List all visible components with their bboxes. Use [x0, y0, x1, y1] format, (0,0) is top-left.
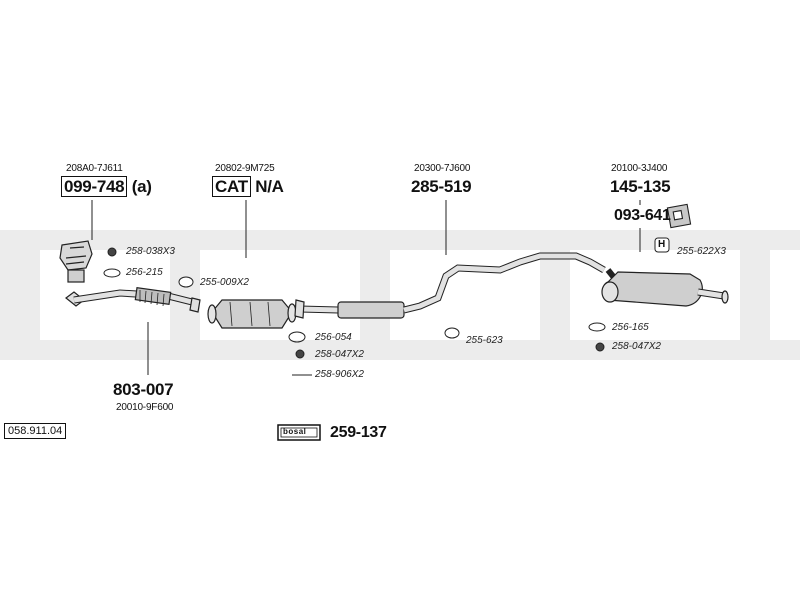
- accessory-label-2: 256-215: [126, 267, 163, 278]
- rubber-hanger-part: [666, 203, 692, 229]
- catalyst-oem-number: 20802-9M725: [215, 163, 275, 174]
- nut-icon: [295, 349, 305, 359]
- rear-silencer-part: [601, 268, 729, 307]
- diagram-reference-number: 058.911.04: [4, 423, 67, 439]
- gasket-ring-icon: [103, 268, 121, 278]
- accessory-label-5: 258-047X2: [315, 349, 364, 360]
- accessory-label-1: 258-038X3: [126, 246, 175, 257]
- gasket-ring-icon: [588, 322, 606, 332]
- rear-silencer-part-number: 145-135: [610, 177, 671, 196]
- accessory-label-9: 256-165: [612, 322, 649, 333]
- front-pipe-part-code: 099-748: [61, 176, 128, 197]
- watermark-bands: [0, 230, 800, 360]
- accessory-label-4: 256-054: [315, 332, 352, 343]
- accessory-icons: [103, 237, 670, 376]
- center-pipe-part: [294, 252, 606, 319]
- rubber-hanger-part-number: 093-641: [614, 207, 671, 224]
- catalyst-suffix: N/A: [255, 177, 284, 196]
- accessory-label-10: 258-047X2: [612, 341, 661, 352]
- leader-lines: [91, 200, 641, 375]
- accessory-label-8: 255-622X3: [677, 246, 726, 257]
- flex-pipe-oem-number: 20010-9F600: [116, 402, 174, 413]
- gasket-icon: [178, 276, 194, 288]
- hanger-letter: H: [658, 239, 666, 250]
- gasket-icon: [288, 331, 306, 343]
- front-pipe-oem-number: 208A0-7J611: [66, 163, 123, 174]
- accessory-label-6: 258-906X2: [315, 369, 364, 380]
- gasket-icon: [444, 327, 460, 339]
- center-pipe-part-number: 285-519: [411, 177, 472, 196]
- rear-silencer-oem-number: 20100-3J400: [611, 163, 668, 174]
- front-pipe-suffix: (a): [131, 177, 152, 196]
- brand-logo: [277, 424, 321, 441]
- catalyst-part-number: CAT N/A: [212, 176, 284, 197]
- accessory-label-3: 255-009X2: [200, 277, 249, 288]
- front-pipe-part-number: 099-748 (a): [61, 176, 152, 197]
- center-pipe-oem-number: 20300-7J600: [414, 163, 471, 174]
- flex-pipe-part-number: 803-007: [113, 380, 174, 399]
- accessory-label-7: 255-623: [466, 335, 503, 346]
- catalyst-part-code: CAT: [212, 176, 251, 197]
- brand-logo-text: bosal: [283, 427, 307, 436]
- nut-icon: [595, 342, 605, 352]
- hanger-h-icon: [654, 237, 670, 253]
- nut-icon: [107, 247, 117, 257]
- front-pipe-part: [59, 240, 93, 283]
- catalyst-part: [207, 299, 297, 329]
- flex-pipe-part: [65, 287, 201, 313]
- mounting-kit-part-number: 259-137: [330, 424, 387, 441]
